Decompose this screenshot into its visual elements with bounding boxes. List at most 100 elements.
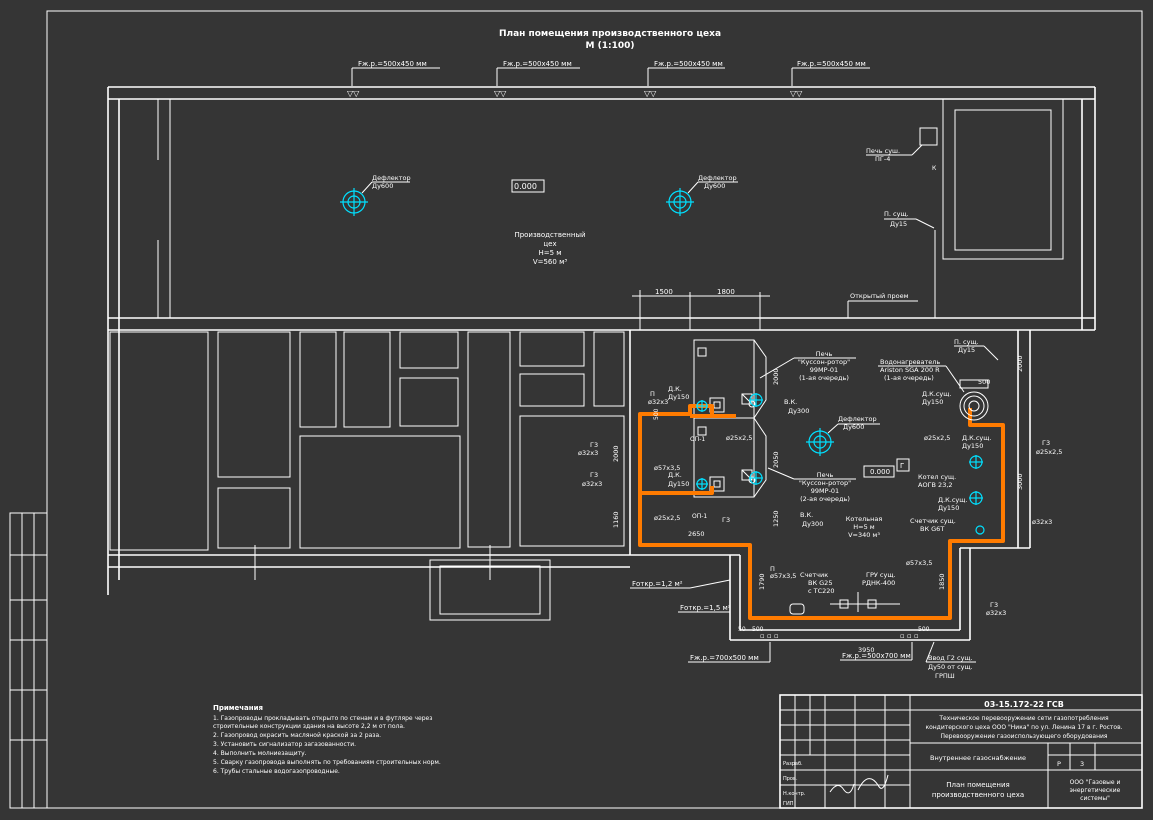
counter-label: Счетчик	[800, 571, 828, 579]
dim-1790: 1790	[758, 573, 766, 590]
dryer-symbol	[919, 127, 938, 146]
pipe-left-size-3: ø32х3	[582, 480, 602, 488]
dim-2000-oven: 2000	[772, 368, 780, 385]
grp-label: ГРУ сущ.	[866, 571, 896, 579]
oven-1-callout: Печь "Кусcон-ротор" 99МР-01 (1-ая очеред…	[759, 350, 856, 382]
deflector-label-2: Дефлектор	[698, 174, 737, 182]
dim-50: 50	[738, 626, 746, 633]
note-line: 6. Трубы стальные водогазопроводные.	[213, 768, 340, 775]
deflector-size-1: Ду600	[372, 182, 393, 190]
oven-1-line-1: Печь	[816, 350, 833, 358]
dim-2050: 2050	[772, 451, 780, 468]
svg-text:К: К	[932, 165, 937, 172]
dk-sush-1-label: Д.К.сущ.	[922, 390, 951, 398]
opening-area-2: Fоткр.=1,5 м²	[680, 604, 731, 612]
dim-1250: 1250	[772, 510, 780, 527]
duct-labels: Fж.р.=500х450 мм Fж.р.=500х450 мм Fж.р.=…	[347, 60, 870, 98]
boiler-room-name-3: V=340 м³	[848, 531, 880, 539]
sheet-title-line-2: М (1:100)	[586, 41, 635, 51]
workshop-elevation: 0.000	[514, 182, 537, 191]
dim-3950: 3950	[858, 646, 875, 654]
dim-2650: 2650	[688, 530, 705, 538]
dim-500-bottom-1: 500	[752, 626, 764, 633]
svg-text:▫ ▫ ▫: ▫ ▫ ▫	[900, 632, 919, 640]
dk-sush-3-label: Д.К.сущ.	[938, 496, 967, 504]
vk-2-size: Ду300	[802, 520, 823, 528]
vk-1-size: Ду300	[788, 407, 809, 415]
dim-right-1: 2000	[1016, 355, 1024, 372]
pipe-p-left: П	[650, 390, 655, 398]
svg-text:▽▽: ▽▽	[790, 89, 803, 98]
p-sush-label: П. сущ.	[954, 338, 979, 346]
dk-sush-2-label: Д.К.сущ.	[962, 434, 991, 442]
gas-appliance-icons	[696, 393, 985, 535]
notes-list: 1. Газопроводы прокладывать открыто по с…	[213, 715, 441, 775]
boiler-room-label: Г	[900, 462, 904, 470]
oven-2-line-3: 99МР-01	[811, 487, 839, 495]
p-sush-size: Ду15	[958, 346, 975, 354]
counter-sensor: с ТС220	[808, 587, 835, 595]
pipe-label-dk: ø25х2,5	[924, 434, 950, 442]
side-stamp-frame	[9, 512, 48, 809]
notes-title: Примечания	[213, 704, 263, 712]
svg-text:▫ ▫ ▫: ▫ ▫ ▫	[760, 632, 779, 640]
heater-callout: Водонагреватель Ariston SGA 200 R (1-ая …	[878, 358, 965, 393]
pipe-57-bottom: ø57х3,5	[770, 572, 796, 580]
stamp-object-2: кондитерского цеха ООО "Ника" по ул. Лен…	[925, 724, 1122, 731]
opening-label: Открытый проем	[850, 292, 909, 300]
dk-sush-2-size: Ду150	[962, 442, 983, 450]
dim-left-2000: 2000	[612, 445, 620, 462]
grille-right: Fж.р.=500х700 мм	[842, 652, 911, 660]
counter-sush-model: ВК G6T	[920, 525, 944, 533]
pipe-g3-right: Г3	[1042, 439, 1050, 447]
pipe-57-left: ø57х3,5	[654, 464, 680, 472]
pipe-left-size-1: ø32х3	[648, 398, 668, 406]
stamp-drawing-2: производственного цеха	[932, 791, 1024, 799]
counter-symbol	[789, 603, 805, 615]
boiler-deflector-size: Ду600	[843, 423, 864, 431]
oven-2-line-2: "Кусcон-ротор"	[799, 479, 851, 487]
deflector-label-1: Дефлектор	[372, 174, 411, 182]
stamp-object-3: Перевооружение газоиспользующего оборудо…	[940, 733, 1107, 740]
signature	[857, 774, 889, 791]
pipe-mid-size: ø25х2,5	[726, 434, 752, 442]
stamp-company-1: ООО "Газовые и	[1070, 779, 1121, 786]
grille-left: Fж.р.=700х500 мм	[690, 654, 759, 662]
pipe-left-size-4: ø25х2,5	[654, 514, 680, 522]
dim-top-1: 1500	[655, 288, 673, 296]
workshop-name-line-1: Производственный	[514, 231, 585, 239]
svg-text:▽▽: ▽▽	[644, 89, 657, 98]
note-line: строительные конструкции здания на высот…	[213, 723, 405, 730]
vk-2-label: В.К.	[800, 511, 813, 519]
pipe-g3-bottom: Г3	[990, 601, 998, 609]
counter-model: ВК G25	[808, 579, 832, 587]
dryer-label: Печь суш.	[866, 147, 900, 155]
gas-pipe	[638, 404, 1005, 620]
oven-equipment	[693, 339, 767, 498]
pipe-g3-left: Г3	[590, 441, 598, 449]
vk-1-label: В.К.	[784, 398, 797, 406]
pipe-p-right: ø57х3,5	[906, 559, 932, 567]
note-line: 3. Установить сигнализатор загазованност…	[213, 741, 356, 748]
boiler-deflector-label: Дефлектор	[838, 415, 877, 423]
oven-label-1: ОП-1	[690, 436, 705, 443]
dim-left-500: 500	[653, 408, 660, 420]
stamp-company-3: системы"	[1080, 795, 1110, 802]
stamp-code: 03-15.172-22 ГСВ	[984, 700, 1064, 709]
pipe-left-size-2: ø32х3	[578, 449, 598, 457]
oven-1-line-3: 99МР-01	[810, 366, 838, 374]
stamp-role-4: ГИП	[783, 801, 794, 807]
note-line: 1. Газопроводы прокладывать открыто по с…	[213, 715, 432, 722]
boiler-room-walls	[629, 290, 1031, 641]
dryer-model: ПГ-4	[875, 155, 890, 163]
svg-text:▽▽: ▽▽	[494, 89, 507, 98]
oven-2-line-1: Печь	[817, 471, 834, 479]
sheet-title-line-1: План помещения производственного цеха	[499, 29, 721, 39]
kotel-label: Котел сущ.	[918, 473, 956, 481]
inlet-line-3: ГРПШ	[935, 672, 955, 680]
stamp-object-1: Техническое перевооружение сети газопотр…	[938, 715, 1109, 722]
duct-label-3: Fж.р.=500х450 мм	[654, 60, 723, 68]
dk-1-label: Д.К.	[668, 385, 682, 393]
